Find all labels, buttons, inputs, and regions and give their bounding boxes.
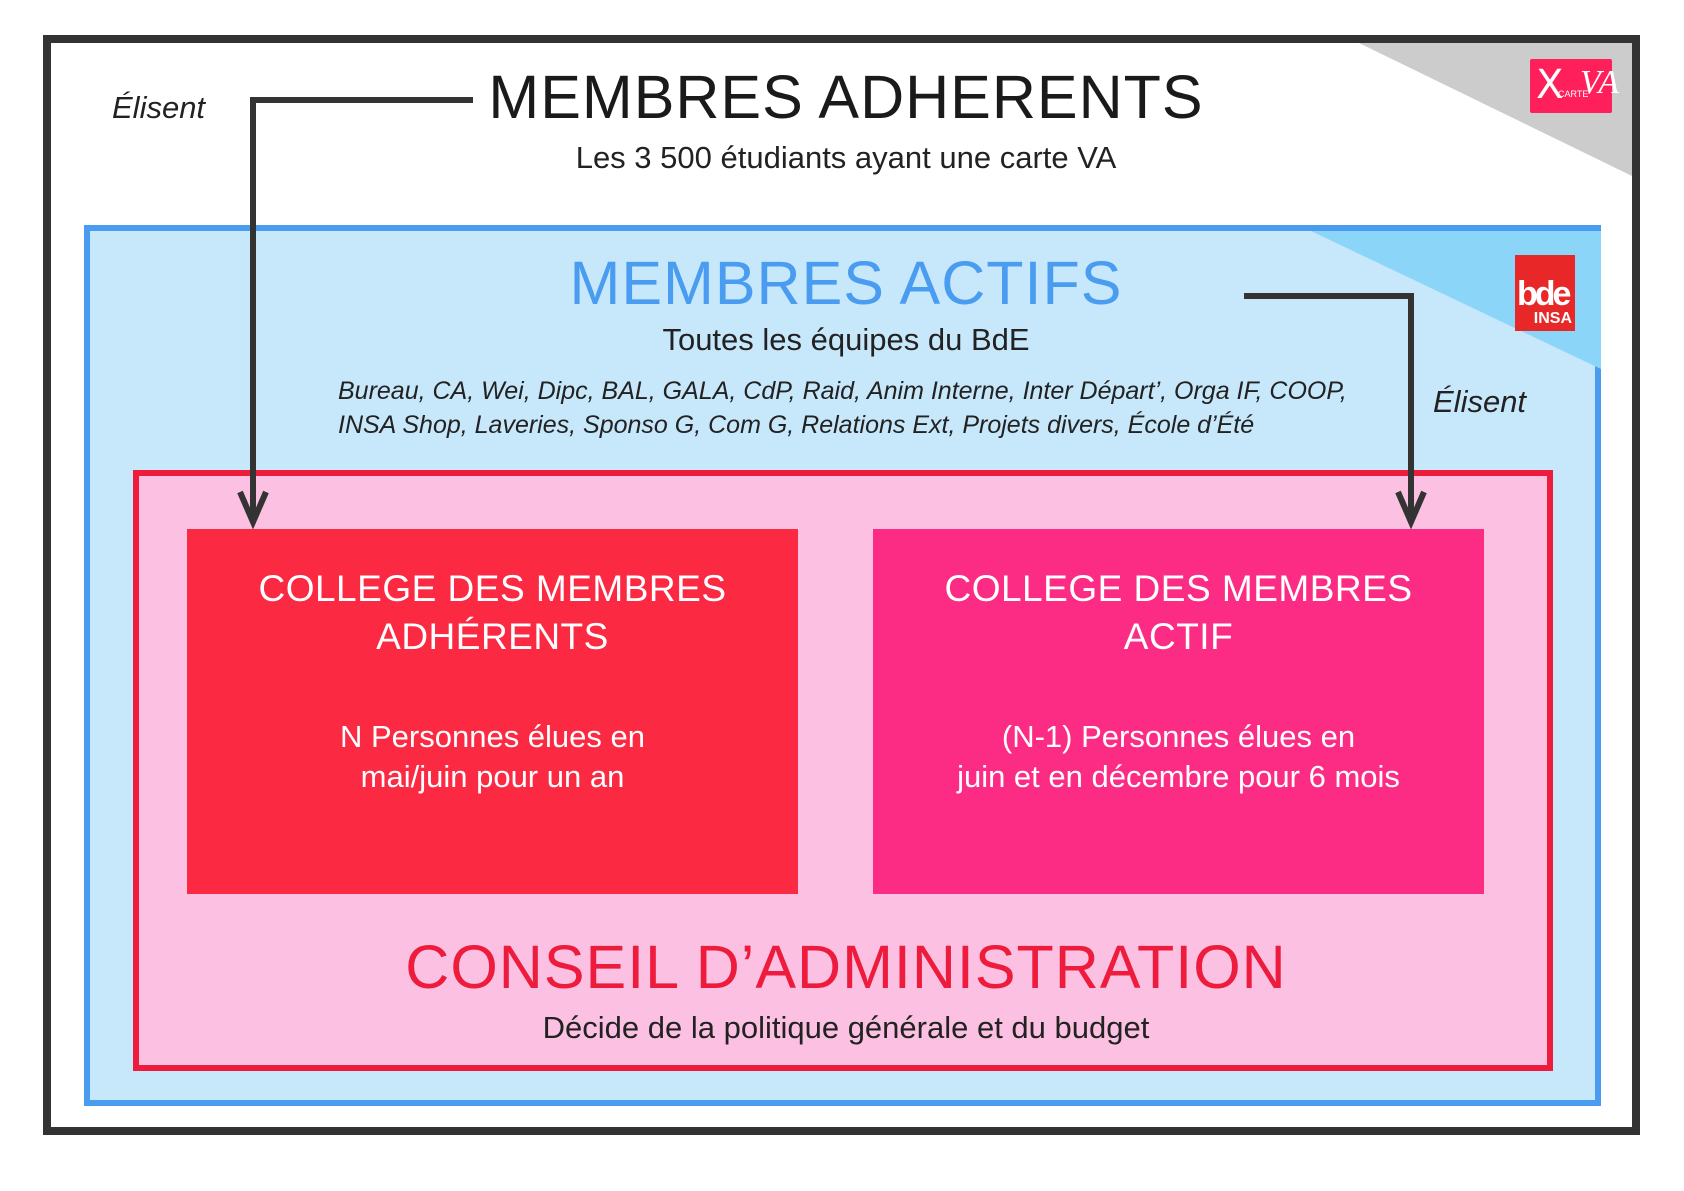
membres-adherents-title: MEMBRES ADHERENTS <box>488 63 1204 131</box>
college-actifs-box: COLLEGE DES MEMBRES ACTIF (N-1) Personne… <box>873 529 1484 894</box>
college-adherents-title-line-1: COLLEGE DES MEMBRES <box>258 568 727 609</box>
teams-line-2: INSA Shop, Laveries, Sponso G, Com G, Re… <box>338 411 1255 439</box>
college-adherents-title-line-2: ADHÉRENTS <box>376 616 609 657</box>
carte-va-small-text: CARTE <box>1558 89 1589 99</box>
arrow-adherents-head <box>237 490 269 530</box>
elisent-left-label: Élisent <box>112 90 206 125</box>
membres-adherents-subtitle: Les 3 500 étudiants ayant une carte VA <box>575 140 1117 175</box>
bde-logo-bottom-text: INSA <box>1533 310 1572 327</box>
carte-va-big-text: VA <box>1580 64 1620 101</box>
bde-insa-logo: bde INSA <box>1515 255 1575 331</box>
teams-line-1: Bureau, CA, Wei, Dipc, BAL, GALA, CdP, R… <box>338 377 1347 405</box>
college-adherents-box: COLLEGE DES MEMBRES ADHÉRENTS N Personne… <box>187 529 798 894</box>
conseil-administration-subtitle: Décide de la politique générale et du bu… <box>542 1010 1150 1045</box>
elisent-right-label: Élisent <box>1433 384 1527 419</box>
bde-logo-top-text: bde <box>1517 275 1571 313</box>
carte-va-logo: X CARTE VA <box>1530 59 1619 113</box>
college-actifs-description: (N-1) Personnes élues en juin et en déce… <box>873 717 1484 797</box>
college-adherents-title: COLLEGE DES MEMBRES ADHÉRENTS <box>187 565 798 661</box>
college-adherents-desc-line-1: N Personnes élues en <box>339 719 646 754</box>
college-adherents-desc-line-2: mai/juin pour un an <box>360 759 625 794</box>
college-actifs-title-line-1: COLLEGE DES MEMBRES <box>944 568 1413 609</box>
membres-actifs-subtitle: Toutes les équipes du BdE <box>662 322 1030 357</box>
college-actifs-title-line-2: ACTIF <box>1123 616 1234 657</box>
carte-va-x-mark: X <box>1536 62 1564 108</box>
membres-actifs-title: MEMBRES ACTIFS <box>569 249 1123 317</box>
arrow-adherents-to-college <box>250 97 473 522</box>
college-actifs-desc-line-1: (N-1) Personnes élues en <box>1001 719 1356 754</box>
college-actifs-title: COLLEGE DES MEMBRES ACTIF <box>873 565 1484 661</box>
college-actifs-desc-line-2: juin et en décembre pour 6 mois <box>957 759 1400 794</box>
college-adherents-description: N Personnes élues en mai/juin pour un an <box>187 717 798 797</box>
teams-list: Bureau, CA, Wei, Dipc, BAL, GALA, CdP, R… <box>338 374 1398 442</box>
arrow-actifs-to-college <box>1244 293 1414 522</box>
arrow-actifs-head <box>1395 490 1427 530</box>
conseil-administration-title: CONSEIL D’ADMINISTRATION <box>405 933 1287 1001</box>
